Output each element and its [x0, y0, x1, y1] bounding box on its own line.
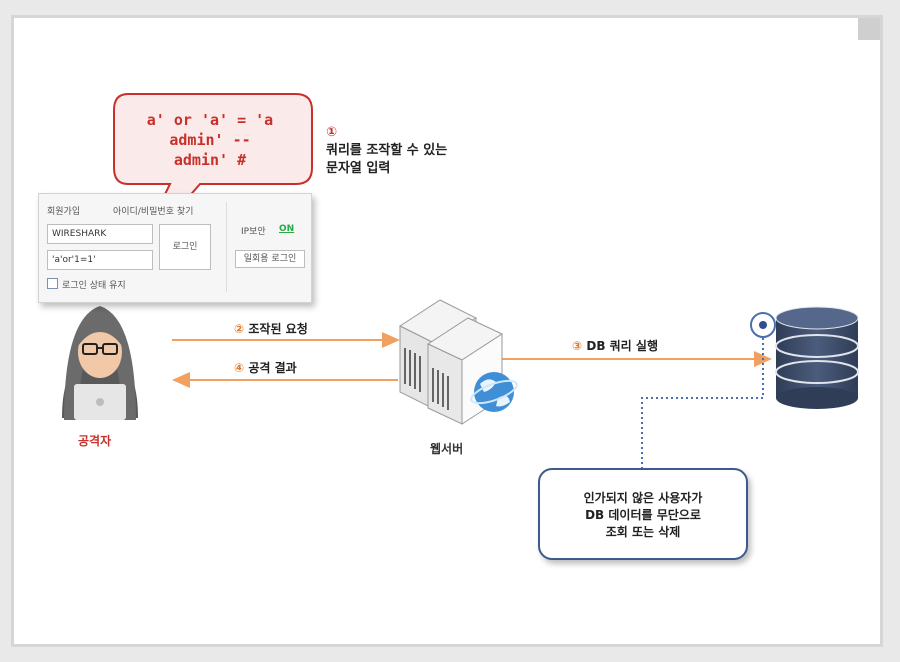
- webserver-caption: 웹서버: [430, 442, 464, 456]
- find-account-link[interactable]: 아이디/비밀번호 찾기: [113, 207, 194, 217]
- login-form: 회원가입 아이디/비밀번호 찾기 WIRESHARK 'a'or'1=1' 로그…: [38, 193, 312, 303]
- injection-strings: a' or 'a' = 'a admin' -- admin' #: [110, 110, 310, 170]
- step3-number: ③: [572, 339, 583, 353]
- injection-line: admin' #: [173, 151, 247, 169]
- remember-label: 로그인 상태 유지: [62, 281, 126, 291]
- login-button[interactable]: 로그인: [159, 224, 211, 270]
- step4-number: ④: [234, 361, 245, 375]
- signup-link[interactable]: 회원가입: [47, 207, 81, 217]
- password-field[interactable]: 'a'or'1=1': [47, 250, 153, 270]
- remember-login[interactable]: 로그인 상태 유지: [47, 278, 126, 291]
- attacker-caption: 공격자: [78, 434, 112, 448]
- server-icon: [398, 299, 504, 425]
- step2-label: ② 조작된 요청: [234, 320, 308, 337]
- info-dot-icon: [750, 312, 776, 338]
- panel-divider: [226, 202, 227, 292]
- note-line3: 조회 또는 삭제: [605, 525, 681, 539]
- step2-number: ②: [234, 322, 245, 336]
- database-icon: [775, 306, 859, 409]
- step1-number: ①: [326, 125, 338, 140]
- ip-security-label: IP보안: [241, 227, 266, 237]
- impact-note: 인가되지 않은 사용자가 DB 데이터를 무단으로 조회 또는 삭제: [538, 468, 748, 560]
- step4-text: 공격 결과: [248, 361, 297, 375]
- step4-label: ④ 공격 결과: [234, 359, 297, 376]
- onetime-login-button[interactable]: 일회용 로그인: [235, 250, 305, 268]
- step1-line1: 쿼리를 조작할 수 있는: [326, 143, 448, 158]
- step2-text: 조작된 요청: [248, 322, 308, 336]
- note-line1: 인가되지 않은 사용자가: [583, 491, 703, 505]
- globe-icon: [470, 372, 518, 412]
- page-fold: [858, 18, 880, 40]
- step1-line2: 문자열 입력: [326, 161, 391, 176]
- injection-line: admin' --: [169, 131, 251, 149]
- remember-checkbox[interactable]: [47, 278, 58, 289]
- step1-caption: ① 쿼리를 조작할 수 있는 문자열 입력: [326, 124, 447, 178]
- note-line2: DB 데이터를 무단으로: [585, 508, 701, 522]
- injection-line: a' or 'a' = 'a: [146, 111, 274, 129]
- ip-security-toggle[interactable]: ON: [279, 224, 295, 234]
- step3-text: DB 쿼리 실행: [586, 339, 658, 353]
- step3-label: ③ DB 쿼리 실행: [572, 337, 658, 354]
- hacker-icon: [62, 306, 138, 420]
- note-connector: [641, 338, 764, 468]
- id-field[interactable]: WIRESHARK: [47, 224, 153, 244]
